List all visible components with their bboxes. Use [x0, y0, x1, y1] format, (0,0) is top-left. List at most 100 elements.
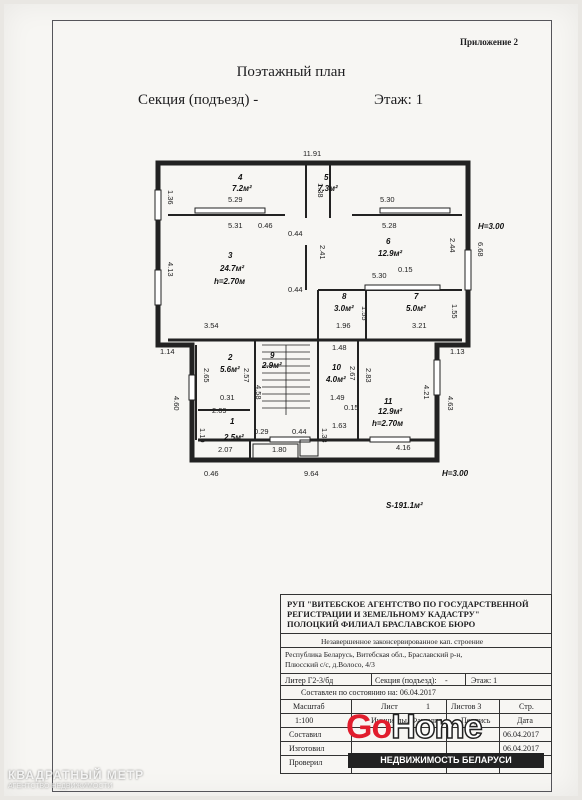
svg-text:1.55: 1.55 — [450, 304, 459, 319]
svg-text:2.67: 2.67 — [348, 366, 357, 381]
svg-text:0.31: 0.31 — [220, 393, 235, 402]
svg-text:2.07: 2.07 — [218, 445, 233, 454]
svg-text:0.15: 0.15 — [398, 265, 413, 274]
room-6-num: 6 — [386, 237, 391, 246]
svg-text:5.30: 5.30 — [372, 271, 387, 280]
total-area: S-191.1м² — [386, 501, 423, 510]
svg-text:4.21: 4.21 — [422, 385, 431, 400]
svg-text:1.19: 1.19 — [198, 428, 207, 443]
stamp-org-line2: РЕГИСТРАЦИИ И ЗЕМЕЛЬНОМУ КАДАСТРУ" — [287, 609, 480, 619]
gohome-logo: GoHome НЕДВИЖИМОСТЬ БЕЛАРУСИ — [346, 707, 546, 770]
plan-windows — [154, 189, 472, 443]
watermark-sub: АГЕНТСТВО НЕДВИЖИМОСТИ — [8, 783, 113, 790]
svg-text:0.46: 0.46 — [204, 469, 219, 478]
svg-text:1.80: 1.80 — [272, 445, 287, 454]
appendix-label: Приложение 2 — [460, 37, 519, 47]
svg-text:6.68: 6.68 — [476, 242, 485, 257]
stamp-section: Секция (подъезд): — [375, 676, 437, 685]
title-block: РУП "ВИТЕБСКОЕ АГЕНТСТВО ПО ГОСУДАРСТВЕН… — [280, 594, 552, 774]
svg-text:0.15: 0.15 — [344, 403, 359, 412]
svg-text:1.38: 1.38 — [320, 428, 329, 443]
height-bottom: H=3.00 — [442, 469, 469, 478]
svg-text:1.38: 1.38 — [316, 183, 325, 198]
room-4-area: 7.2м² — [232, 184, 252, 193]
stamp-floor: Этаж: 1 — [471, 676, 498, 685]
room-3-height: h=2.70м — [214, 277, 245, 286]
stamp-col-names: Инициалы, Фамилия — [371, 716, 443, 725]
stamp-org-line1: РУП "ВИТЕБСКОЕ АГЕНТСТВО ПО ГОСУДАРСТВЕН… — [287, 599, 529, 609]
stamp-composed-on: Составлен по состоянию на: 06.04.2017 — [301, 688, 436, 697]
svg-text:3.54: 3.54 — [204, 321, 219, 330]
stamp-role-checked: Проверил — [289, 758, 323, 767]
logo-tagline: НЕДВИЖИМОСТЬ БЕЛАРУСИ — [348, 753, 544, 768]
room-10-num: 10 — [332, 363, 341, 372]
plan-stairs — [262, 344, 310, 415]
plan-walls — [155, 160, 471, 463]
watermark: КВАДРАТНЫЙ МЕТР — [8, 768, 145, 782]
stamp-address-line1: Республика Беларусь, Витебская обл., Бра… — [285, 650, 463, 659]
stamp-role-composed: Составил — [289, 730, 322, 739]
svg-text:4.16: 4.16 — [396, 443, 411, 452]
height-top: H=3.00 — [478, 222, 505, 231]
room-11-height: h=2.70м — [372, 419, 403, 428]
svg-text:9.64: 9.64 — [304, 469, 319, 478]
room-2-area: 5.6м² — [220, 365, 240, 374]
logo-go: Go — [346, 708, 392, 746]
svg-text:1.14: 1.14 — [160, 347, 175, 356]
room-6-area: 12.9м² — [378, 249, 402, 258]
svg-text:5.30: 5.30 — [380, 195, 395, 204]
svg-text:3.21: 3.21 — [412, 321, 427, 330]
stamp-col-scale: Масштаб — [293, 702, 325, 711]
stamp-scale-value: 1:100 — [295, 716, 314, 725]
svg-text:4.58: 4.58 — [254, 385, 263, 400]
svg-text:0.44: 0.44 — [288, 285, 303, 294]
stamp-section-value: - — [445, 676, 448, 685]
room-7-num: 7 — [414, 292, 419, 301]
stamp-col-sheet: Лист — [381, 702, 398, 711]
stamp-address-line2: Плюсский с/с, д.Волосо, 4/3 — [285, 660, 375, 669]
stamp-date-composed: 06.04.2017 — [503, 730, 539, 739]
plan-dimensions: 11.91 1.36 1.38 5.29 5.30 5.31 0.46 0.44… — [160, 149, 485, 478]
svg-text:1.63: 1.63 — [332, 421, 347, 430]
stamp-col-sheets: Листов 3 — [451, 702, 482, 711]
room-11-area: 12.9м² — [378, 407, 402, 416]
svg-text:4.60: 4.60 — [172, 396, 181, 411]
stamp-liter: Литер Г2-3/бд — [285, 676, 334, 685]
svg-text:2.57: 2.57 — [242, 368, 251, 383]
svg-text:1.13: 1.13 — [450, 347, 465, 356]
room-9-area: 2.9м² — [261, 361, 282, 370]
svg-text:0.44: 0.44 — [292, 427, 307, 436]
svg-text:0.44: 0.44 — [288, 229, 303, 238]
room-3-area: 24.7м² — [219, 264, 244, 273]
room-1-num: 1 — [230, 417, 235, 426]
room-2-num: 2 — [227, 353, 233, 362]
svg-text:1.96: 1.96 — [336, 321, 351, 330]
svg-text:2.83: 2.83 — [364, 368, 373, 383]
document-sheet — [4, 4, 578, 796]
svg-text:0.46: 0.46 — [258, 221, 273, 230]
svg-text:2.09: 2.09 — [212, 406, 227, 415]
section-label: Секция (подъезд) - — [138, 92, 259, 108]
svg-text:1.55: 1.55 — [360, 306, 369, 321]
room-11-num: 11 — [384, 397, 393, 406]
room-labels: 1 2.5м² 2 5.6м² 3 24.7м² h=2.70м 4 7.2м²… — [214, 173, 505, 510]
stamp-org-line3: ПОЛОЦКИЙ ФИЛИАЛ БРАСЛАВСКОЕ БЮРО — [287, 619, 476, 629]
room-5-num: 5 — [324, 173, 329, 182]
stamp-col-page: Стр. — [519, 702, 534, 711]
page-title: Поэтажный план — [236, 64, 346, 80]
svg-text:1.48: 1.48 — [332, 343, 347, 352]
stamp-date-made: 06.04.2017 — [503, 744, 539, 753]
room-5-area: 7.3м² — [318, 184, 338, 193]
svg-text:1.49: 1.49 — [330, 393, 345, 402]
room-8-num: 8 — [342, 292, 347, 301]
room-4-num: 4 — [237, 173, 243, 182]
entry-steps — [252, 439, 319, 463]
room-7-area: 5.0м² — [406, 304, 426, 313]
svg-text:4.63: 4.63 — [446, 396, 455, 411]
room-8-area: 3.0м² — [334, 304, 354, 313]
room-10-area: 4.0м² — [325, 375, 346, 384]
svg-text:2.65: 2.65 — [202, 368, 211, 383]
svg-text:5.29: 5.29 — [228, 195, 243, 204]
stamp-role-made: Изготовил — [289, 744, 325, 753]
